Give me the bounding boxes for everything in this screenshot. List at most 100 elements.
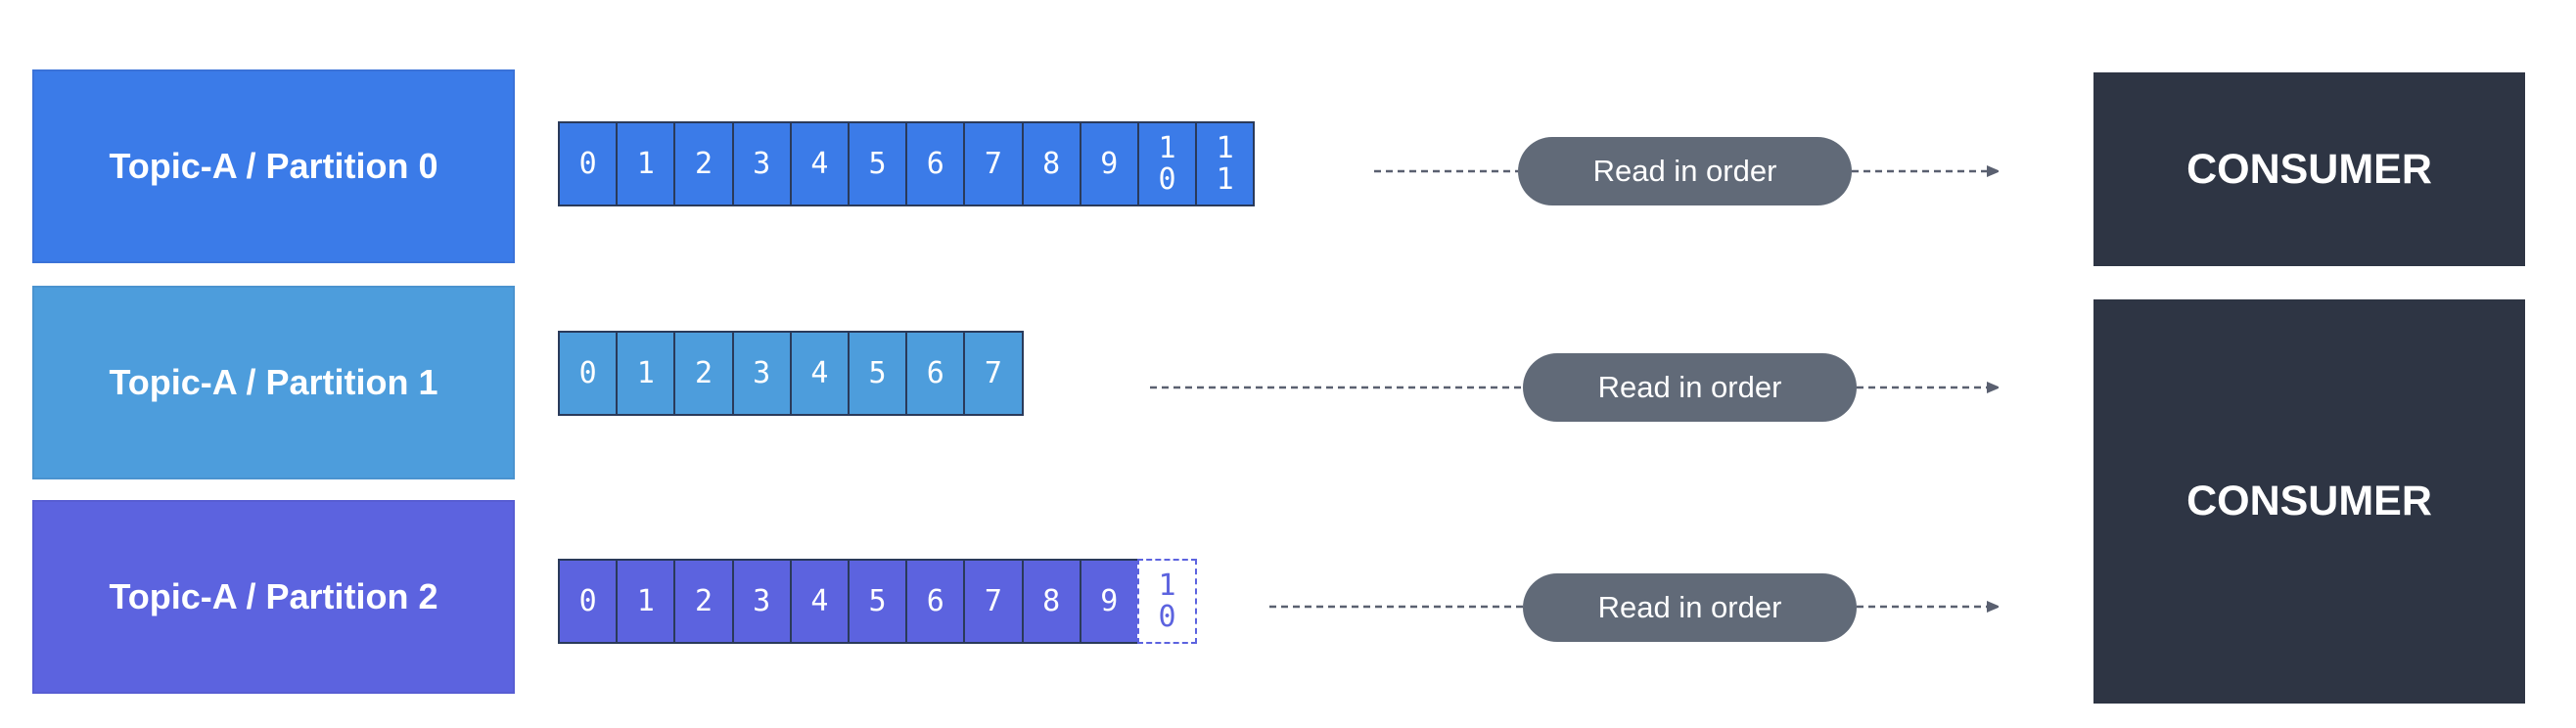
offset-value: 3 [753, 146, 771, 181]
consumer-label: CONSUMER [2186, 145, 2432, 193]
offset-digit: 4 [810, 355, 829, 390]
offset-value: 0 [579, 585, 597, 617]
read-in-order-pill-2: Read in order [1523, 573, 1857, 642]
offset-digit: 6 [926, 583, 944, 618]
offset-cell: 2 [673, 331, 734, 416]
offset-digit: 3 [753, 146, 771, 181]
offset-digit: 1 [636, 583, 655, 618]
offset-cell: 7 [963, 331, 1024, 416]
offset-value: 2 [695, 148, 713, 180]
offset-cell: 5 [847, 331, 908, 416]
offset-cell: 3 [731, 559, 792, 644]
offset-cell: 1 [616, 331, 676, 416]
offset-cell: 1 [616, 121, 676, 206]
offset-value: 9 [1100, 583, 1119, 618]
offset-value: 5 [868, 146, 887, 181]
offset-digit: 8 [1042, 583, 1061, 618]
offset-digit: 2 [694, 355, 713, 390]
offset-value: 1 [636, 355, 655, 390]
offset-value: 5 [868, 355, 887, 390]
offset-value: 3 [753, 583, 771, 618]
offset-digit: 1 [1216, 161, 1234, 197]
consumer-box-0: CONSUMER [2093, 72, 2525, 266]
offset-digit: 6 [926, 146, 944, 181]
offset-value: 7 [984, 146, 1002, 181]
offset-value: 2 [694, 355, 713, 390]
offset-digit: 8 [1042, 146, 1061, 181]
offset-value: 9 [1100, 146, 1119, 181]
offset-digit: 4 [810, 146, 829, 181]
offset-value: 8 [1042, 583, 1061, 618]
offset-digit: 1 [1158, 130, 1176, 165]
offset-digit: 6 [926, 355, 944, 390]
offset-digit: 0 [578, 146, 597, 181]
read-in-order-pill-0: Read in order [1518, 137, 1852, 205]
offset-digit: 2 [694, 583, 713, 618]
offset-digit: 3 [753, 583, 771, 618]
offset-digit: 0 [578, 355, 597, 390]
offset-digit: 1 [1158, 568, 1176, 603]
partition-1-offset-log: 0 1 2 3 4 5 6 7 [558, 331, 1024, 416]
offset-cell: 5 [847, 559, 908, 644]
offset-cell: 3 [731, 331, 792, 416]
offset-digit: 5 [868, 583, 887, 618]
partition-2-label: Topic-A / Partition 2 [109, 576, 438, 616]
partition-0-box: Topic-A / Partition 0 [32, 69, 515, 263]
partition-1-box: Topic-A / Partition 1 [32, 286, 515, 479]
offset-value: 4 [810, 583, 829, 618]
offset-value: 8 [1042, 146, 1061, 181]
offset-cell: 8 [1021, 121, 1081, 206]
read-in-order-label: Read in order [1597, 370, 1782, 404]
offset-value: 1 [636, 146, 655, 181]
offset-value: 5 [868, 583, 887, 618]
offset-cell: 1 [616, 559, 676, 644]
partition-1-label: Topic-A / Partition 1 [109, 362, 438, 402]
offset-value: 4 [810, 146, 829, 181]
offset-value: 2 [694, 583, 713, 618]
offset-digit: 9 [1100, 583, 1119, 618]
offset-digit: 5 [868, 146, 887, 181]
consumer-box-1: CONSUMER [2093, 299, 2525, 704]
offset-value: 3 [753, 355, 771, 390]
offset-cell: 7 [963, 121, 1024, 206]
offset-digit: 5 [868, 355, 887, 390]
offset-digit: 1 [1216, 130, 1234, 165]
offset-cell: 2 [673, 121, 734, 206]
partition-2-box: Topic-A / Partition 2 [32, 500, 515, 694]
offset-digit: 1 [636, 146, 655, 181]
offset-value: 7 [984, 583, 1002, 618]
offset-value: 0 [578, 146, 597, 181]
offset-digit: 7 [984, 583, 1002, 618]
offset-digit: 9 [1100, 146, 1119, 181]
read-in-order-pill-1: Read in order [1523, 353, 1857, 422]
offset-cell: 9 [1079, 121, 1139, 206]
offset-digit: 4 [810, 583, 829, 618]
offset-cell: 9 [1079, 559, 1139, 644]
offset-value: 1 [636, 583, 655, 618]
offset-value: 6 [926, 583, 944, 618]
offset-value: 0 [578, 355, 597, 390]
offset-digit: 1 [636, 355, 655, 390]
offset-digit: 3 [753, 355, 771, 390]
offset-digit: 0 [1158, 599, 1176, 634]
offset-value: 7 [985, 357, 1002, 389]
read-in-order-label: Read in order [1597, 590, 1782, 624]
offset-cell: 4 [789, 331, 850, 416]
offset-digit: 7 [984, 146, 1002, 181]
offset-cell: 6 [905, 331, 966, 416]
offset-cell: 3 [731, 121, 792, 206]
offset-value: 4 [810, 355, 829, 390]
offset-value: 6 [926, 146, 944, 181]
offset-cell: 6 [905, 121, 966, 206]
offset-cell: 0 [558, 121, 619, 206]
partition-0-label: Topic-A / Partition 0 [109, 146, 438, 186]
read-in-order-label: Read in order [1592, 154, 1777, 188]
